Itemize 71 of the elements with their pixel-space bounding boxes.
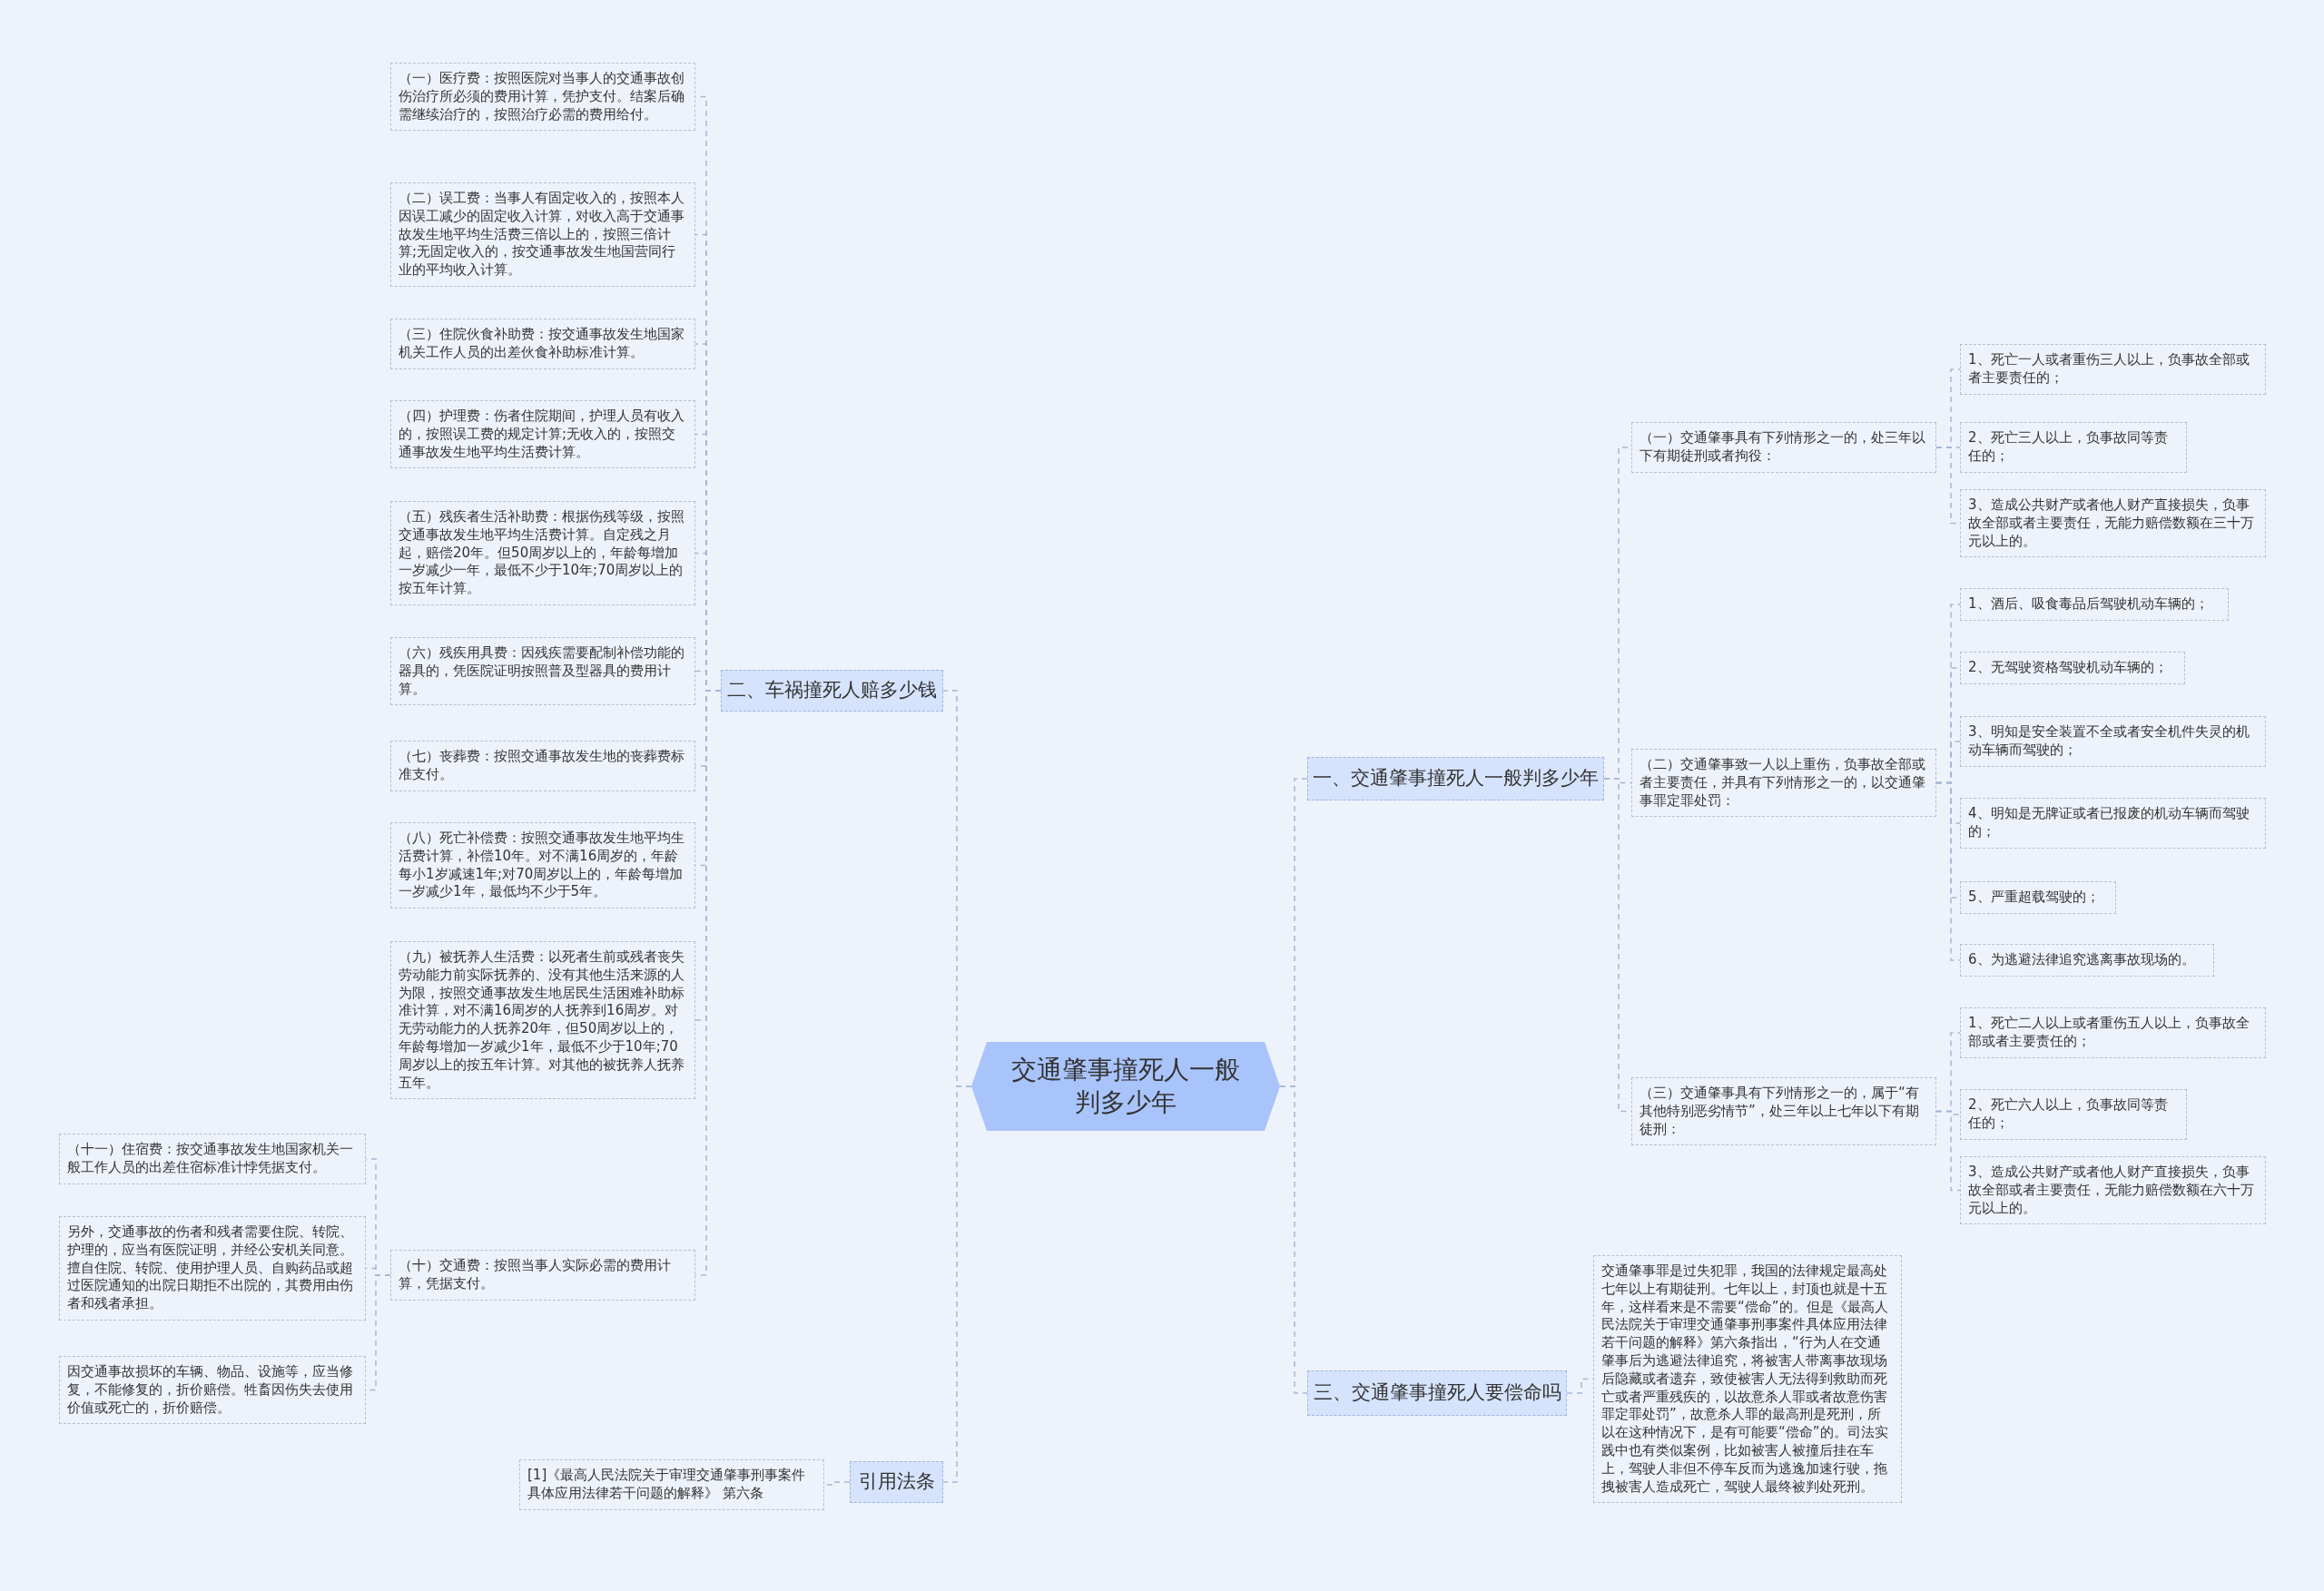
note-box: [1960, 588, 2229, 621]
note-text: （二）交通肇事致一人以上重伤，负事故全部或者主要责任，并具有下列情形之一的，以交通肇事罪定罪处罚：: [1640, 756, 1926, 810]
note-box: [390, 822, 695, 909]
note-box: [390, 182, 695, 287]
connector-line: [942, 1085, 972, 1483]
note-box: [1631, 1077, 1936, 1146]
note-text: 6、为逃避法律追究逃离事故现场的。: [1968, 951, 2196, 969]
note-box: [1960, 489, 2266, 558]
branch-topic: [1307, 1370, 1567, 1416]
note-text: 4、明知是无牌证或者已报废的机动车辆而驾驶的；: [1968, 805, 2250, 841]
branch-text: 引用法条: [858, 1469, 935, 1495]
note-text: 另外，交通事故的伤者和残者需要住院、转院、护理的，应当有医院证明，并经公安机关同意。擅自住院、转院、使用护理人员、自购药品或超过医院通知的出院日期拒不出院的，其费用由伤者和残者承担。: [67, 1223, 354, 1313]
note-text: （七）丧葬费：按照交通事故发生地的丧葬费标准支付。: [399, 748, 685, 784]
note-text: （三）住院伙食补助费：按交通事故发生地国家机关工作人员的出差伙食补助标准计算。: [399, 326, 685, 362]
note-text: 2、无驾驶资格驾驶机动车辆的；: [1968, 659, 2169, 677]
note-box: [1960, 881, 2116, 914]
note-text: （九）被抚养人生活费：以死者生前或残者丧失劳动能力前实际抚养的、没有其他生活来源的人为限，按照交通事故发生地居民生活困难补助标准计算，对不满16周岁的人抚养到16周岁。对无劳动能力的人抚养20年，但50周岁以上的，年龄每增加一岁减少1年，最低不少于10年;70周岁以上的按五年计算。对其他的被抚养人抚养五年。: [399, 948, 685, 1093]
note-text: 2、死亡三人以上，负事故同等责任的；: [1968, 429, 2169, 466]
note-text: 1、酒后、吸食毒品后驾驶机动车辆的；: [1968, 595, 2210, 614]
note-text: （六）残疾用具费：因残疾需要配制补偿功能的器具的，凭医院证明按照普及型器具的费用计算。: [399, 644, 685, 699]
note-text: （一）医疗费：按照医院对当事人的交通事故创伤治疗所必须的费用计算，凭护支付。结案后确需继续治疗的，按照治疗必需的费用给付。: [399, 70, 685, 124]
branch-text: 一、交通肇事撞死人一般判多少年: [1313, 766, 1599, 791]
connector-line: [1935, 781, 1961, 961]
branch-text: 二、车祸撞死人赔多少钱: [727, 678, 937, 703]
topic-text: 交通肇事撞死人一般判多少年: [1010, 1053, 1241, 1119]
note-text: （二）误工费：当事人有固定收入的，按照本人因误工减少的固定收入计算，对收入高于交通事故发生地平均生活费三倍以上的，按照三倍计算;无固定收入的，按交通事故发生地国营同行业的平均收入计算。: [399, 190, 685, 280]
note-text: 3、明知是安全装置不全或者安全机件失灵的机动车辆而驾驶的；: [1968, 723, 2250, 760]
note-box: [1960, 652, 2185, 684]
connector-line: [1279, 1085, 1308, 1394]
note-text: 5、严重超载驾驶的；: [1968, 889, 2101, 907]
branch-topic: [1307, 757, 1604, 800]
note-text: （五）残疾者生活补助费：根据伤残等级，按照交通事故发生地平均生活费计算。自定残之月起，赔偿20年。但50周岁以上的，年龄每增加一岁减少一年，最低不少于10年;70周岁以上的按五年计算。: [399, 508, 685, 598]
note-text: （十）交通费：按照当事人实际必需的费用计算，凭据支付。: [399, 1257, 672, 1293]
note-box: [1960, 944, 2214, 977]
note-box: [390, 501, 695, 605]
note-box: [1960, 1007, 2266, 1058]
note-text: （十一）住宿费：按交通事故发生地国家机关一般工作人员的出差住宿标准计悖凭据支付。: [67, 1141, 354, 1177]
note-text: 3、造成公共财产或者他人财产直接损失，负事故全部或者主要责任，无能力赔偿数额在三十万元以上的。: [1968, 496, 2255, 551]
note-text: 1、死亡一人或者重伤三人以上，负事故全部或者主要责任的；: [1968, 351, 2250, 388]
note-box: [59, 1134, 366, 1184]
branch-topic: [850, 1461, 943, 1503]
note-text: 1、死亡二人以上或者重伤五人以上，负事故全部或者主要责任的；: [1968, 1015, 2250, 1051]
note-box: [1960, 716, 2266, 767]
note-box: [390, 1250, 695, 1301]
note-text: （八）死亡补偿费：按照交通事故发生地平均生活费计算，补偿10年。对不满16周岁的，年龄每小1岁减速1年;对70周岁以上的，年龄每增加一岁减少1年，最低均不少于5年。: [399, 830, 685, 902]
note-box: [390, 400, 695, 469]
note-box: [59, 1356, 366, 1425]
note-box: [59, 1216, 366, 1321]
note-text: 3、造成公共财产或者他人财产直接损失，负事故全部或者主要责任，无能力赔偿数额在六十万元以上的。: [1968, 1164, 2255, 1218]
note-box: [1960, 422, 2187, 473]
note-box: [1960, 1156, 2266, 1225]
note-text: 2、死亡六人以上，负事故同等责任的；: [1968, 1096, 2169, 1133]
note-box: [390, 319, 695, 369]
note-box: [1960, 1089, 2187, 1140]
branch-text: 三、交通肇事撞死人要偿命吗: [1313, 1380, 1561, 1406]
branch-topic: [721, 670, 943, 712]
note-box: [1960, 344, 2266, 395]
note-box: [1631, 422, 1936, 473]
note-box: [1631, 749, 1936, 818]
note-box: [390, 63, 695, 132]
note-box: [519, 1459, 824, 1510]
note-box: [390, 637, 695, 706]
note-text: 交通肇事罪是过失犯罪，我国的法律规定最高处七年以上有期徒刑。七年以上，封顶也就是十五年，这样看来是不需要“偿命”的。但是《最高人民法院关于审理交通肇事刑事案件具体应用法律若干问题的解释》第六条指出，“行为人在交通肇事后为逃避法律追究，将被害人带离事故现场后隐藏或者遗弃，致使被害人无法得到救助而死亡或者严重残疾的，以故意杀人罪或者故意伤害罪定罪处罚”，故意杀人罪的最高刑是死刑，所以在这种情况下，是有可能要“偿命”的。司法实践中也有类似案例，比如被害人被撞后挂在车上，驾驶人非但不停车反而为逃逸加速行驶，拖拽被害人造成死亡，驾驶人最终被判处死刑。: [1601, 1262, 1889, 1497]
connector-line: [1935, 1110, 1961, 1192]
note-box: [1960, 798, 2266, 849]
note-text: （四）护理费：伤者住院期间，护理人员有收入的，按照误工费的规定计算;无收入的，按照交通事故发生地平均生活费计算。: [399, 408, 685, 462]
note-text: （一）交通肇事具有下列情形之一的，处三年以下有期徒刑或者拘役：: [1640, 429, 1926, 466]
note-text: [1]《最高人民法院关于审理交通肇事刑事案件具体应用法律若干问题的解释》 第六条: [527, 1467, 807, 1503]
note-text: （三）交通肇事具有下列情形之一的，属于“有其他特别恶劣情节”，处三年以上七年以下有期徒刑：: [1640, 1085, 1920, 1139]
note-box: [390, 741, 695, 791]
note-text: 因交通事故损坏的车辆、物品、设施等，应当修复，不能修复的，折价赔偿。牲畜因伤失去使用价值或死亡的，折价赔偿。: [67, 1363, 354, 1418]
